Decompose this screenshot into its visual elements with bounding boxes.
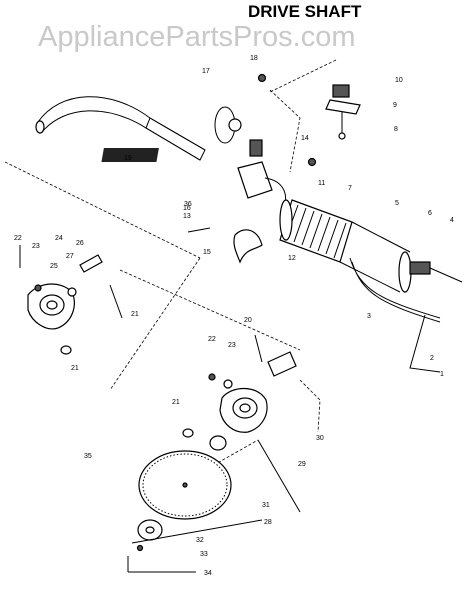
callout-26: 26	[76, 240, 84, 247]
callout-17: 17	[202, 68, 210, 75]
callout-27: 27	[66, 253, 74, 260]
callout-32: 32	[196, 537, 204, 544]
callout-1: 1	[440, 371, 444, 378]
callout-31: 31	[262, 502, 270, 509]
part-callouts: 1 2 3 4 5 6 7 8 9 10 11 12 13 14 15 16 1…	[14, 55, 454, 577]
callout-34: 34	[204, 570, 212, 577]
clamp-ring	[214, 106, 242, 144]
callout-19: 19	[124, 155, 132, 162]
callout-10: 10	[395, 77, 403, 84]
callout-2: 2	[430, 355, 434, 362]
watermark: AppliancePartsPros.com	[38, 21, 356, 53]
callout-9: 9	[393, 102, 397, 109]
callout-21c: 21	[172, 399, 180, 406]
drive-shaft-tube	[35, 96, 206, 161]
callout-16: 16	[183, 205, 191, 212]
bracket-hardware	[325, 84, 361, 140]
callout-7: 7	[348, 185, 352, 192]
callout-24: 24	[55, 235, 63, 242]
screw	[257, 73, 267, 83]
handle-grip	[279, 199, 353, 263]
callout-21b: 21	[71, 365, 79, 372]
callout-15: 15	[203, 249, 211, 256]
callout-14: 14	[301, 135, 309, 142]
callout-22a: 22	[14, 235, 22, 242]
handle-tube	[339, 221, 463, 293]
callout-8: 8	[394, 126, 398, 133]
callout-6: 6	[428, 210, 432, 217]
callout-12: 12	[288, 255, 296, 262]
blade-washers	[127, 519, 196, 573]
diagram-title: DRIVE SHAFT	[248, 2, 362, 21]
saw-blade	[138, 450, 232, 520]
callout-29: 29	[298, 461, 306, 468]
callout-22b: 22	[208, 336, 216, 343]
left-gearbox-assembly	[19, 245, 123, 355]
callout-23b: 23	[228, 342, 236, 349]
nut	[307, 157, 317, 167]
trigger	[233, 229, 263, 264]
throttle-housing	[237, 139, 287, 206]
lower-gearbox-assembly	[182, 334, 321, 471]
label-plate	[101, 148, 159, 162]
callout-23a: 23	[32, 243, 40, 250]
callout-18: 18	[250, 55, 258, 62]
callout-28: 28	[264, 519, 272, 526]
callout-35: 35	[84, 453, 92, 460]
callout-25: 25	[50, 263, 58, 270]
callout-30: 30	[316, 435, 324, 442]
throttle-cable	[349, 257, 441, 323]
callout-21a: 21	[131, 311, 139, 318]
callout-33: 33	[200, 551, 208, 558]
callout-36: 36	[184, 201, 192, 208]
callout-20: 20	[244, 317, 252, 324]
callout-3: 3	[367, 313, 371, 320]
screw-13	[187, 227, 211, 233]
callout-5: 5	[395, 200, 399, 207]
callout-4: 4	[450, 217, 454, 224]
callout-11: 11	[318, 180, 325, 187]
callout-13: 13	[183, 213, 191, 220]
